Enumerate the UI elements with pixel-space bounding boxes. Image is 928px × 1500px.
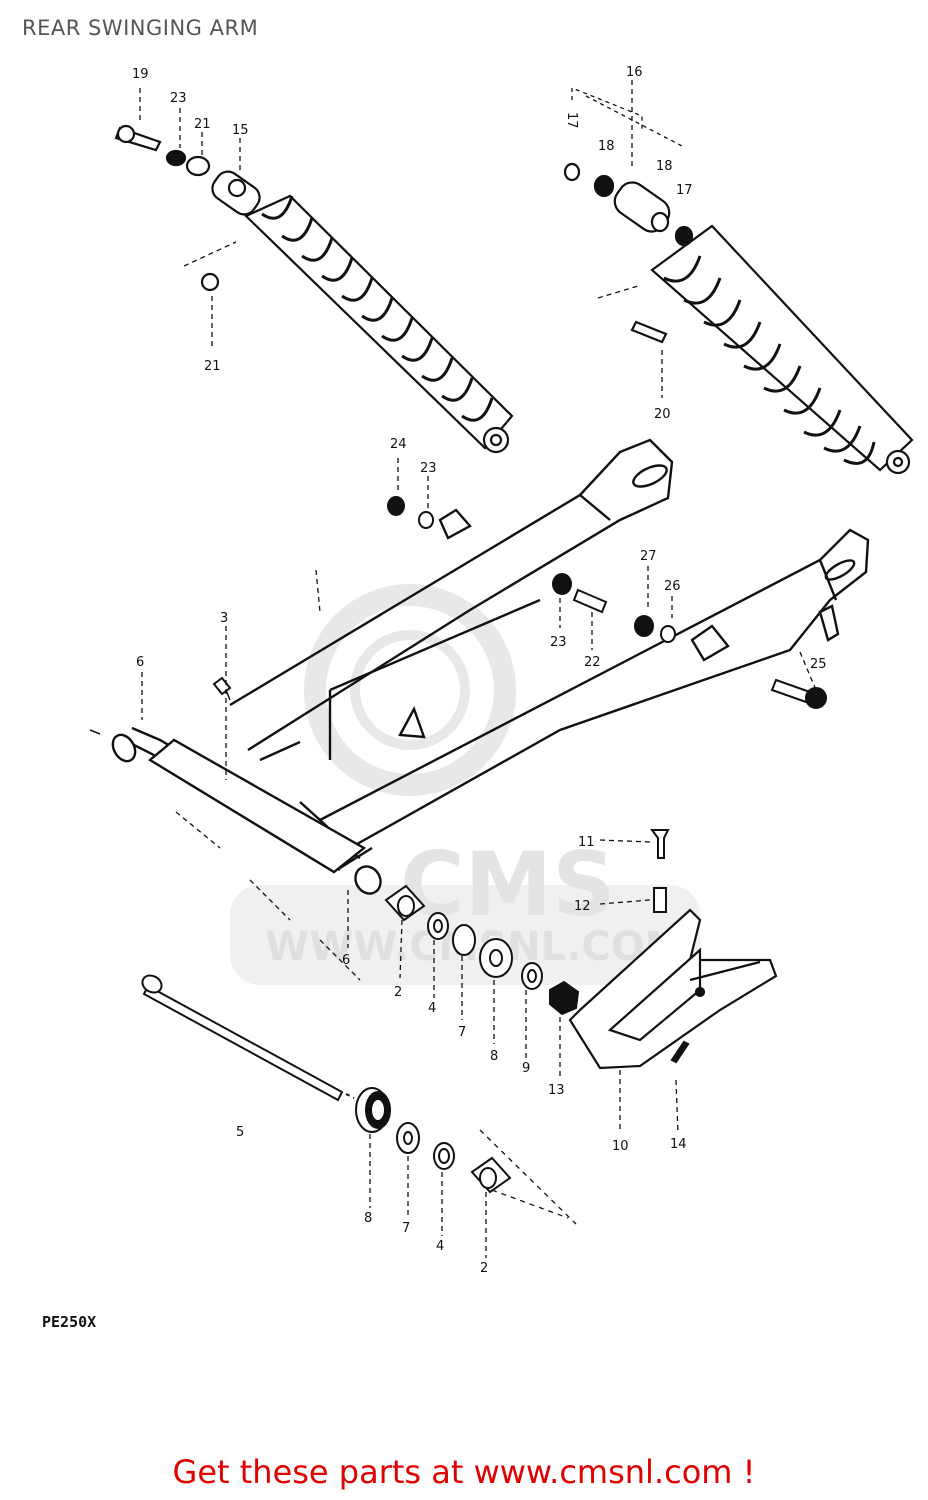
callout-10: 10 [612,1139,629,1154]
callout-23-mid: 23 [420,461,437,476]
callout-14: 14 [670,1137,687,1152]
left-shock-absorber [114,124,514,454]
callout-24: 24 [390,437,407,452]
callout-11: 11 [578,835,595,850]
callout-12: 12 [574,899,591,914]
pivot-shaft [141,974,355,1102]
callout-27: 27 [640,549,657,564]
callout-25: 25 [810,657,827,672]
callout-5: 5 [236,1125,244,1140]
callout-18: 18 [598,139,615,154]
callout-17: 17 [564,112,579,129]
callout-4-lower: 4 [436,1239,444,1254]
callout-17-b: 17 [676,183,693,198]
callout-8-lower: 8 [364,1211,372,1226]
pivot-bushings-upper [384,884,580,1016]
callout-26: 26 [664,579,681,594]
callout-4: 4 [428,1001,436,1016]
callout-9: 9 [522,1061,530,1076]
callout-22: 22 [584,655,601,670]
chain-guide [568,908,778,1070]
callout-7: 7 [458,1025,466,1040]
callout-23-right: 23 [550,635,567,650]
model-code: PE250X [42,1313,97,1331]
callout-3: 3 [220,611,228,626]
callout-20: 20 [654,407,671,422]
callout-2: 2 [394,985,402,1000]
callout-23: 23 [170,91,187,106]
callout-2-lower: 2 [480,1261,488,1276]
callout-19: 19 [132,67,149,82]
callout-13: 13 [548,1083,565,1098]
page-title: REAR SWINGING ARM [22,16,259,40]
swing-arm-hardware [212,496,827,913]
callout-18-b: 18 [656,159,673,174]
callout-16: 16 [626,65,643,80]
callout-6-lower: 6 [342,953,350,968]
callout-6: 6 [136,655,144,670]
callout-21: 21 [194,117,211,132]
pivot-bushings-lower [355,1087,577,1225]
callout-15: 15 [232,123,249,138]
callout-8: 8 [490,1049,498,1064]
right-shock-absorber [563,87,914,475]
callout-21-lower: 21 [204,359,221,374]
callout-labels: 19 23 21 15 21 16 17 18 18 17 20 24 23 2… [132,65,827,1276]
swing-arm [89,438,870,895]
leader-lines [139,80,817,1258]
promo-link[interactable]: Get these parts at www.cmsnl.com ! [172,1453,756,1491]
callout-7-lower: 7 [402,1221,410,1236]
